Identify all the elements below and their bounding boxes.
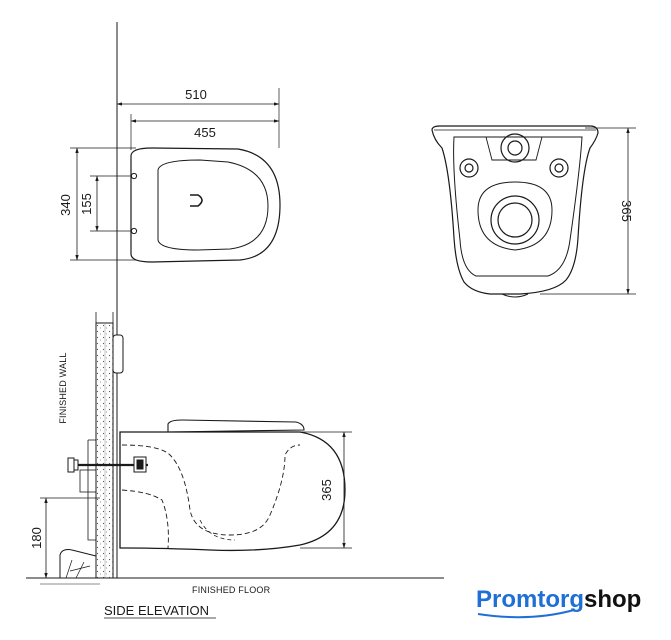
rear-body-outline	[431, 125, 599, 295]
logo-part-promtorg: Promtorg	[476, 586, 584, 613]
waste-surround	[477, 181, 553, 251]
finished-wall-label: FINISHED WALL	[58, 352, 68, 423]
rear-inner-frame	[453, 136, 583, 277]
dim-340-label: 340	[58, 194, 73, 216]
side-elevation-title: SIDE ELEVATION	[104, 603, 209, 618]
floor-bracket	[59, 549, 97, 578]
internal-waterway	[121, 444, 301, 536]
side-dim-180-label: 180	[29, 527, 44, 549]
side-dim-365-label: 365	[319, 479, 334, 501]
water-inlet-outer	[500, 133, 530, 163]
finished-floor-label: FINISHED FLOOR	[192, 585, 271, 595]
rear-bolt-left-outer	[459, 158, 479, 178]
flush-plate	[112, 334, 124, 374]
promtorgshop-logo: Promtorgshop	[476, 586, 641, 619]
fixing-hole-lower	[130, 227, 138, 235]
rear-bolt-right-outer	[549, 158, 569, 178]
dim-155-label: 155	[79, 193, 94, 215]
rear-dim-365-label: 365	[619, 200, 634, 222]
seat-outline	[130, 147, 281, 263]
dim-455-label: 455	[194, 125, 216, 140]
dim-510-label: 510	[185, 87, 207, 102]
logo-swoosh	[477, 609, 575, 619]
rear-bolt-right-inner	[554, 163, 564, 173]
logo-part-shop: shop	[584, 586, 641, 613]
top-view	[70, 22, 281, 578]
svg-text:Promtorgshop: Promtorgshop	[476, 586, 641, 613]
waste-outlet-inner	[497, 202, 533, 238]
waste-outlet-outer	[490, 195, 540, 245]
rear-bolt-left-inner	[464, 163, 474, 173]
rear-view	[431, 125, 636, 298]
drain-mark	[190, 194, 203, 207]
water-inlet-inner	[507, 140, 523, 156]
side-elevation	[26, 312, 444, 619]
bowl-opening	[157, 159, 269, 251]
wc-body-outline	[119, 431, 346, 552]
seat-lid	[167, 419, 305, 433]
fixing-hole-upper	[130, 172, 138, 180]
wall-section	[95, 322, 114, 579]
